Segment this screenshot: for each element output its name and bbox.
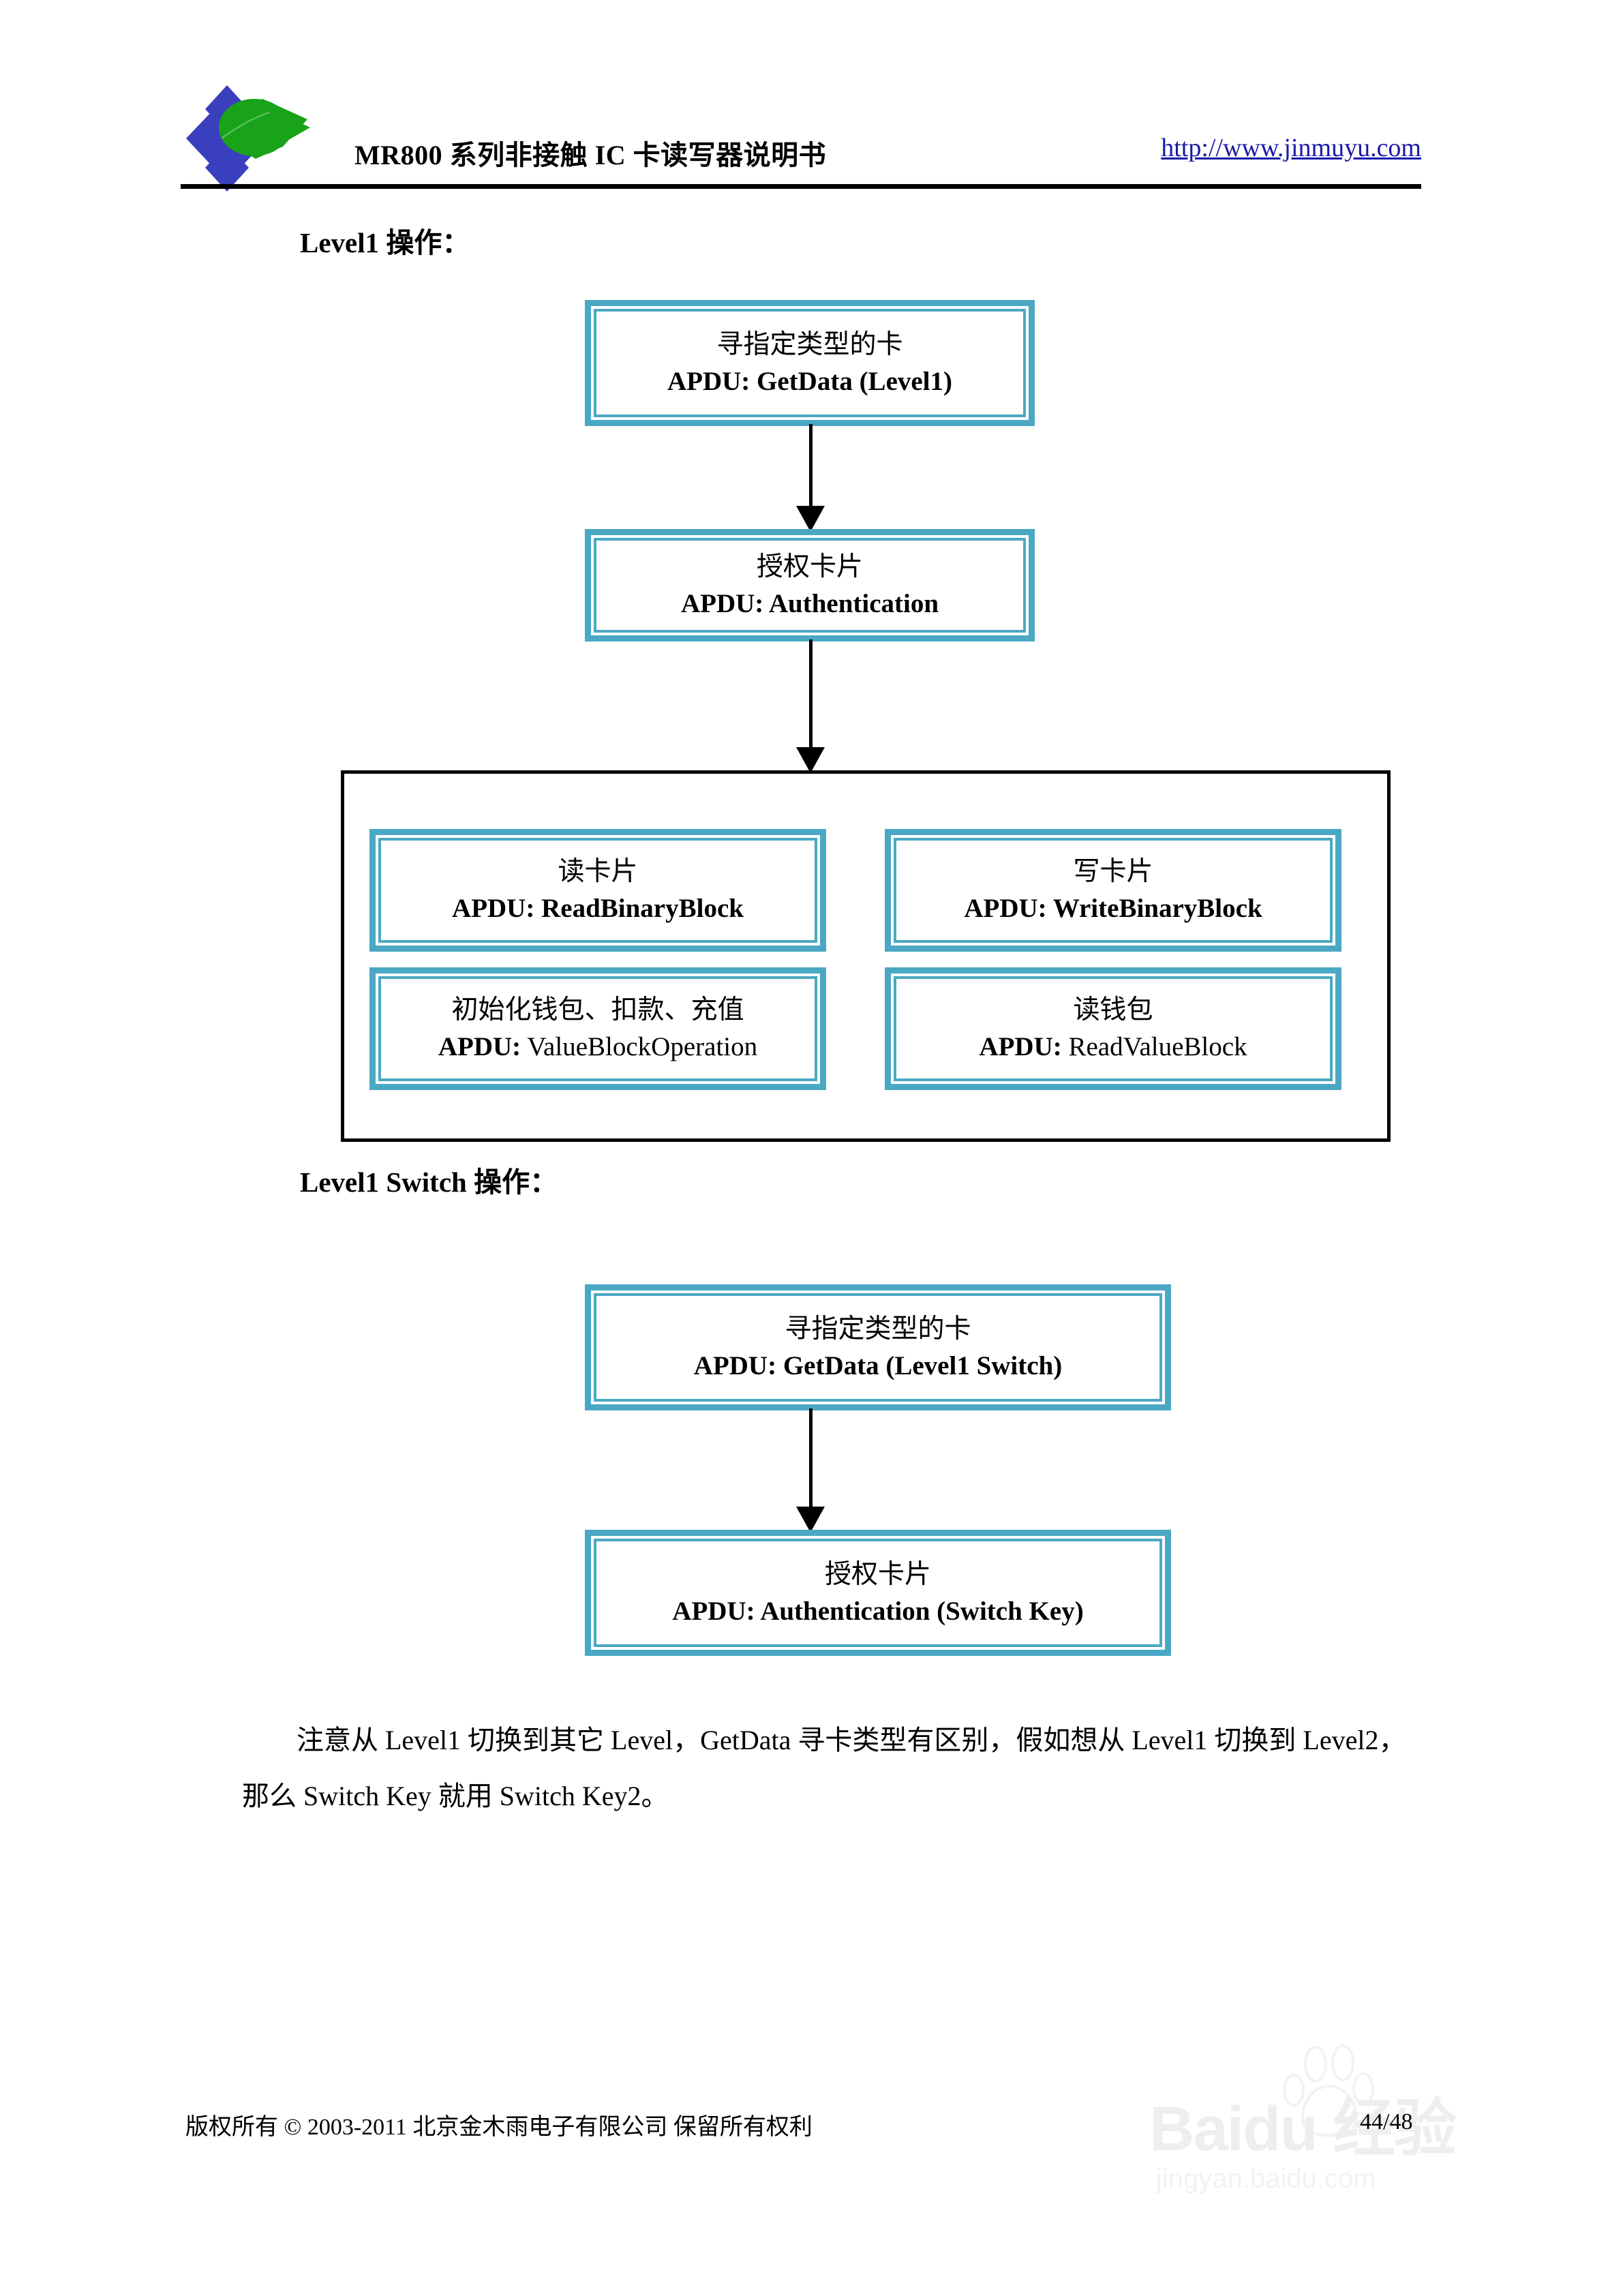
apdu-value: WriteBinaryBlock (1046, 894, 1262, 923)
flow-box-title-zh: 寻指定类型的卡 (785, 1314, 971, 1344)
flow-box-title-zh: 读钱包 (1073, 995, 1153, 1025)
footer-copyright: 版权所有 © 2003-2011 北京金木雨电子有限公司 保留所有权利 (185, 2115, 813, 2140)
flow-box-apdu: APDU: Authentication (Switch Key) (672, 1593, 1083, 1630)
apdu-label: APDU: (680, 588, 764, 618)
flow-box-authentication-switch-key: 授权卡片 APDU: Authentication (Switch Key) (585, 1530, 1171, 1656)
apdu-label: APDU: (979, 1032, 1062, 1061)
arrow-down-icon (796, 424, 825, 532)
apdu-label: APDU: (693, 1350, 777, 1380)
flow-box-apdu: APDU: GetData (Level1) (667, 363, 952, 400)
flow-box-title-zh: 授权卡片 (824, 1559, 931, 1589)
flow-box-title-zh: 授权卡片 (756, 552, 863, 581)
watermark-sub-text: jingyan.baidu.com (1156, 2164, 1376, 2194)
baidu-jingyan-watermark: Baidu 经验 jingyan.baidu.com (1149, 2037, 1531, 2207)
flow-box-authentication-level1: 授权卡片 APDU: Authentication (585, 529, 1035, 641)
apdu-value: GetData (Level1) (750, 366, 953, 396)
flow-box-apdu: APDU: WriteBinaryBlock (964, 890, 1262, 927)
flow-box-write-card: 写卡片 APDU: WriteBinaryBlock (885, 829, 1341, 952)
note-line-1: 注意从 Level1 切换到其它 Level，GetData 寻卡类型有区别，假… (242, 1712, 1421, 1768)
note-paragraph: 注意从 Level1 切换到其它 Level，GetData 寻卡类型有区别，假… (242, 1712, 1421, 1824)
flow-box-title-zh: 读卡片 (558, 857, 638, 887)
flow-box-title-zh: 写卡片 (1073, 857, 1153, 887)
jinmuyu-diamond-leaf-logo-icon (181, 78, 314, 198)
flow-box-apdu: APDU: GetData (Level1 Switch) (694, 1348, 1062, 1385)
flow-box-read-card: 读卡片 APDU: ReadBinaryBlock (369, 829, 826, 952)
apdu-value: ValueBlockOperation (521, 1032, 758, 1061)
page-number: 44/48 (1360, 2109, 1413, 2134)
arrow-down-icon (796, 1408, 825, 1532)
note-line-2: 那么 Switch Key 就用 Switch Key2。 (242, 1781, 669, 1811)
apdu-value: Authentication (763, 588, 939, 618)
page-header: MR800 系列非接触 IC 卡读写器说明书 http://www.jinmuy… (181, 78, 1421, 194)
apdu-label: APDU: (964, 894, 1047, 923)
flow-box-getdata-level1: 寻指定类型的卡 APDU: GetData (Level1) (585, 300, 1035, 426)
apdu-label: APDU: (452, 894, 535, 923)
flow-box-title-zh: 初始化钱包、扣款、充值 (451, 995, 744, 1025)
header-url-link[interactable]: http://www.jinmuyu.com (1161, 134, 1421, 162)
header-title: MR800 系列非接触 IC 卡读写器说明书 (354, 140, 827, 170)
flow-box-apdu: APDU: ReadBinaryBlock (452, 890, 744, 927)
flow-box-getdata-level1-switch: 寻指定类型的卡 APDU: GetData (Level1 Switch) (585, 1284, 1171, 1410)
flow-box-value-block-operation: 初始化钱包、扣款、充值 APDU: ValueBlockOperation (369, 967, 826, 1090)
flow-box-read-value-block: 读钱包 APDU: ReadValueBlock (885, 967, 1341, 1090)
flow-box-apdu: APDU: ReadValueBlock (979, 1029, 1247, 1066)
section-heading-level1: Level1 操作： (300, 227, 470, 258)
note-line-1-text: 注意从 Level1 切换到其它 Level，GetData 寻卡类型有区别，假… (297, 1725, 1406, 1755)
apdu-label: APDU: (672, 1596, 755, 1626)
apdu-label: APDU: (438, 1032, 521, 1061)
apdu-value: GetData (Level1 Switch) (776, 1350, 1063, 1380)
apdu-value: ReadBinaryBlock (534, 894, 744, 923)
flow-box-apdu: APDU: Authentication (681, 586, 939, 622)
apdu-value: ReadValueBlock (1061, 1032, 1247, 1061)
arrow-down-icon (796, 639, 825, 773)
section-heading-level1-switch: Level1 Switch 操作： (300, 1166, 558, 1198)
apdu-value: Authentication (Switch Key) (755, 1596, 1084, 1626)
flow-box-apdu: APDU: ValueBlockOperation (438, 1029, 757, 1066)
flow-box-title-zh: 寻指定类型的卡 (716, 329, 903, 359)
header-divider (181, 184, 1421, 189)
apdu-label: APDU: (667, 366, 750, 396)
